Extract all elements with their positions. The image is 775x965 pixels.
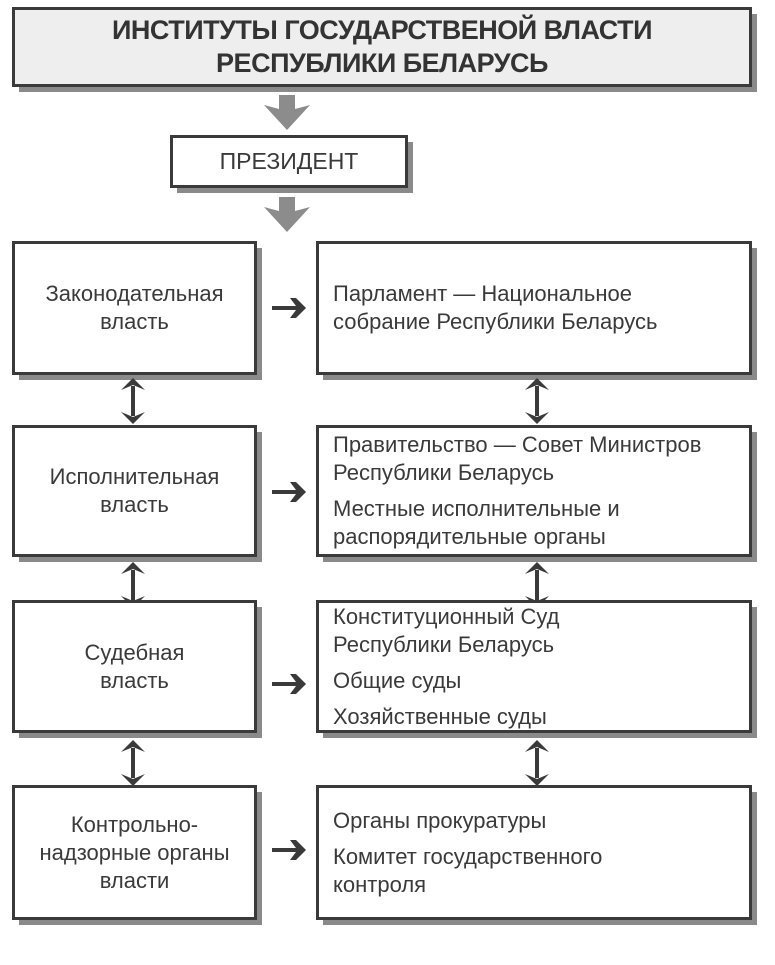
double-arrow-icon (525, 378, 549, 424)
double-arrow-icon (121, 562, 145, 608)
bodies-judicial: Конституционный Суд Республики Беларусь … (316, 600, 752, 733)
right-arrow-icon (272, 482, 306, 502)
down-arrow-icon (264, 197, 310, 232)
body-item: Конституционный Суд Республики Беларусь (333, 603, 560, 657)
title-box: ИНСТИТУТЫ ГОСУДАРСТВЕНОЙ ВЛАСТИ РЕСПУБЛИ… (12, 7, 752, 87)
branch-label-line: власть (100, 309, 169, 334)
body-item: Местные исполнительные и распорядительны… (333, 496, 620, 549)
bodies-executive: Правительство — Совет Министров Республи… (316, 425, 752, 557)
body-item: Правительство — Совет Министров Республи… (333, 432, 702, 485)
body-item: Хозяйственные суды (333, 703, 547, 729)
double-arrow-icon (121, 740, 145, 786)
branch-label-line: власть (100, 667, 169, 693)
double-arrow-icon (525, 562, 549, 608)
branch-control: Контрольно- надзорные органы власти (12, 785, 257, 920)
president-box: ПРЕЗИДЕНТ (170, 135, 408, 188)
double-arrow-icon (121, 378, 145, 424)
body-item: Комитет государственного контроля (333, 843, 603, 897)
right-arrow-icon (272, 840, 306, 860)
branch-label-line: власть (100, 492, 169, 517)
branch-label-line: надзорные органы (39, 839, 230, 865)
branch-label-line: власти (99, 867, 170, 893)
branch-legislative: Законодательная власть (12, 241, 257, 375)
title-line-2: РЕСПУБЛИКИ БЕЛАРУСЬ (216, 48, 548, 78)
double-arrow-icon (525, 740, 549, 786)
branch-executive: Исполнительная власть (12, 425, 257, 557)
body-item: Парламент — Национальное собрание Респуб… (333, 281, 658, 334)
branch-label-line: Контрольно- (70, 811, 199, 837)
president-label: ПРЕЗИДЕНТ (219, 148, 359, 174)
branch-judicial: Судебная власть (12, 600, 257, 733)
bodies-legislative: Парламент — Национальное собрание Респуб… (316, 241, 752, 375)
right-arrow-icon (272, 674, 306, 694)
body-item: Общие суды (333, 667, 462, 693)
bodies-control: Органы прокуратуры Комитет государственн… (316, 785, 752, 920)
body-item: Органы прокуратуры (333, 807, 547, 833)
right-arrow-icon (272, 298, 306, 318)
branch-label-line: Судебная (84, 639, 185, 665)
branch-label-line: Исполнительная (49, 464, 220, 489)
title-line-1: ИНСТИТУТЫ ГОСУДАРСТВЕНОЙ ВЛАСТИ (112, 15, 653, 45)
branch-label-line: Законодательная (45, 281, 224, 306)
down-arrow-icon (264, 95, 310, 130)
